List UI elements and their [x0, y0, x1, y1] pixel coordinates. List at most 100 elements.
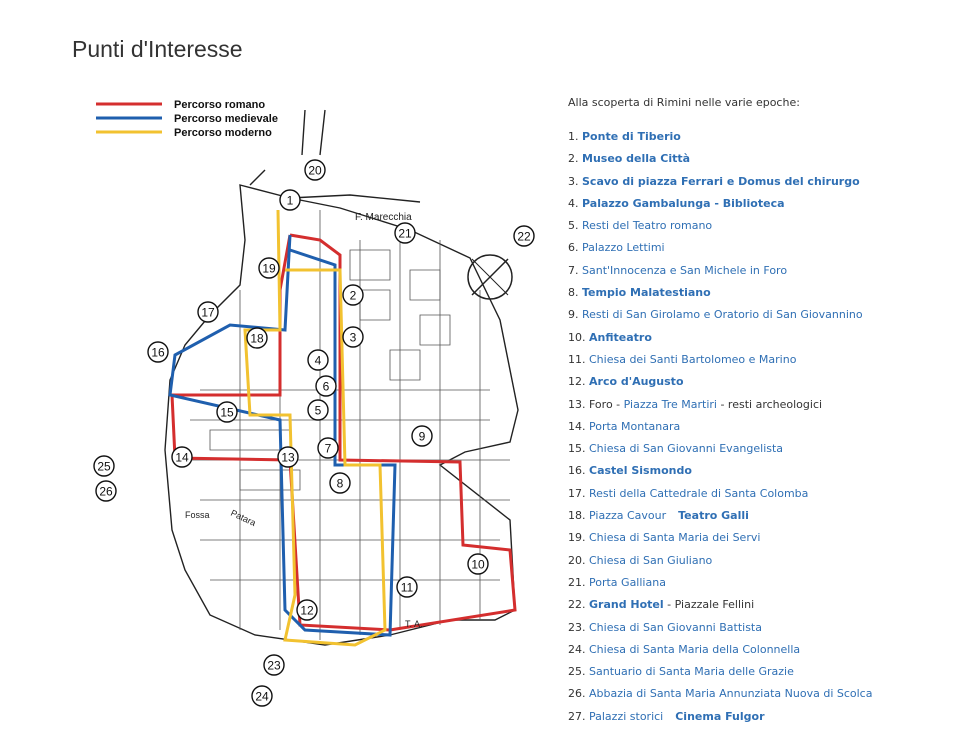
- poi-link[interactable]: Palazzi storici: [589, 709, 664, 723]
- poi-link[interactable]: Porta Montanara: [589, 419, 681, 433]
- map-marker-7: 7: [317, 437, 339, 459]
- map-marker-20: 20: [304, 159, 326, 181]
- poi-link[interactable]: Chiesa di Santa Maria dei Servi: [589, 531, 761, 545]
- map-marker-26: 26: [95, 480, 117, 502]
- map-marker-circle: [93, 455, 115, 477]
- poi-link[interactable]: Resti della Cattedrale di Santa Colomba: [589, 486, 809, 500]
- map-marker-10: 10: [467, 553, 489, 575]
- poi-number: 22.: [568, 598, 589, 612]
- poi-link[interactable]: Palazzo Gambalunga - Biblioteca: [582, 196, 785, 210]
- map-marker-label: 4: [315, 354, 322, 368]
- map-marker-circle: [216, 401, 238, 423]
- poi-item: 22. Grand Hotel - Piazzale Fellini: [568, 598, 963, 620]
- poi-text: - Piazzale Fellini: [663, 598, 755, 612]
- map-marker-label: 2: [350, 289, 357, 303]
- poi-number: 20.: [568, 553, 589, 567]
- map-marker-circle: [307, 349, 329, 371]
- map-marker-label: 7: [325, 442, 332, 456]
- poi-item: 3. Scavo di piazza Ferrari e Domus del c…: [568, 175, 963, 197]
- poi-number: 9.: [568, 308, 582, 322]
- poi-number: 27.: [568, 709, 589, 723]
- poi-item: 15. Chiesa di San Giovanni Evangelista: [568, 442, 963, 464]
- legend-label-medieval: Percorso medievale: [174, 113, 278, 125]
- map-marker-circle: [394, 222, 416, 244]
- map-marker-1: 1: [279, 189, 301, 211]
- poi-link[interactable]: Chiesa dei Santi Bartolomeo e Marino: [589, 352, 797, 366]
- map-marker-11: 11: [396, 576, 418, 598]
- poi-link[interactable]: Scavo di piazza Ferrari e Domus del chir…: [582, 174, 860, 188]
- poi-number: 7.: [568, 263, 582, 277]
- poi-link[interactable]: Castel Sismondo: [589, 464, 692, 478]
- poi-link[interactable]: Piazza Cavour: [589, 509, 667, 523]
- map-marker-label: 24: [255, 690, 269, 704]
- poi-item: 13. Foro - Piazza Tre Martiri - resti ar…: [568, 398, 963, 420]
- map-marker-label: 9: [419, 430, 426, 444]
- poi-link[interactable]: Chiesa di San Giovanni Battista: [589, 620, 762, 634]
- poi-link[interactable]: Teatro Galli: [678, 509, 749, 523]
- poi-link[interactable]: Palazzo Lettimi: [582, 241, 665, 255]
- poi-link[interactable]: Porta Galliana: [589, 575, 666, 589]
- poi-number: 13.: [568, 397, 589, 411]
- poi-number: 4.: [568, 196, 582, 210]
- poi-link[interactable]: Sant'Innocenza e San Michele in Foro: [582, 263, 788, 277]
- poi-link[interactable]: Anfiteatro: [589, 330, 652, 344]
- map-marker-25: 25: [93, 455, 115, 477]
- map-marker-circle: [411, 425, 433, 447]
- poi-item: 10. Anfiteatro: [568, 331, 963, 353]
- poi-link[interactable]: Resti del Teatro romano: [582, 219, 713, 233]
- poi-link[interactable]: Chiesa di San Giovanni Evangelista: [589, 442, 784, 456]
- poi-link[interactable]: Ponte di Tiberio: [582, 130, 681, 143]
- map-marker-label: 3: [350, 331, 357, 345]
- poi-item: 8. Tempio Malatestiano: [568, 286, 963, 308]
- map-marker-circle: [147, 341, 169, 363]
- poi-link[interactable]: Arco d'Augusto: [589, 375, 684, 389]
- map-marker-label: 10: [471, 558, 485, 572]
- map-marker-label: 6: [323, 380, 330, 394]
- poi-item: 11. Chiesa dei Santi Bartolomeo e Marino: [568, 353, 963, 375]
- poi-number: 11.: [568, 352, 589, 366]
- poi-number: 23.: [568, 620, 589, 634]
- route-modern: [243, 209, 387, 647]
- poi-item: 1. Ponte di Tiberio: [568, 130, 963, 152]
- map-marker-circle: [258, 257, 280, 279]
- legend-label-modern: Percorso moderno: [174, 127, 272, 139]
- poi-item: 6. Palazzo Lettimi: [568, 241, 963, 263]
- poi-link[interactable]: Museo della Città: [582, 152, 691, 166]
- map-label-river: F. Marecchia: [355, 212, 412, 223]
- map-marker-13: 13: [277, 446, 299, 468]
- poi-link[interactable]: Resti di San Girolamo e Oratorio di San …: [582, 308, 863, 322]
- map-marker-24: 24: [251, 685, 273, 707]
- poi-number: 18.: [568, 509, 589, 523]
- map-marker-label: 23: [267, 659, 281, 673]
- poi-link[interactable]: Chiesa di San Giuliano: [589, 553, 713, 567]
- map-marker-label: 18: [250, 332, 264, 346]
- map-marker-circle: [95, 480, 117, 502]
- map-marker-circle: [467, 553, 489, 575]
- poi-number: 3.: [568, 174, 582, 188]
- poi-link[interactable]: Cinema Fulgor: [675, 709, 765, 723]
- route-roman: [170, 233, 517, 632]
- poi-link[interactable]: Tempio Malatestiano: [582, 286, 711, 300]
- map-marker-label: 26: [99, 485, 113, 499]
- map-marker-label: 11: [401, 581, 414, 595]
- map-marker-5: 5: [307, 399, 329, 421]
- map-marker-circle: [342, 284, 364, 306]
- map-marker-19: 19: [258, 257, 280, 279]
- poi-item: 7. Sant'Innocenza e San Michele in Foro: [568, 264, 963, 286]
- poi-text: - resti archeologici: [716, 397, 823, 411]
- poi-number: 14.: [568, 419, 589, 433]
- map-marker-circle: [307, 399, 329, 421]
- poi-link[interactable]: Chiesa di Santa Maria della Colonnella: [589, 642, 801, 656]
- poi-number: 17.: [568, 486, 589, 500]
- poi-number: 26.: [568, 687, 589, 701]
- poi-link[interactable]: Grand Hotel: [589, 598, 664, 612]
- poi-item: 23. Chiesa di San Giovanni Battista: [568, 621, 963, 643]
- compass-rose-icon: [467, 254, 513, 300]
- map-marker-3: 3: [342, 326, 364, 348]
- poi-link[interactable]: Piazza Tre Martiri: [623, 397, 717, 411]
- poi-link[interactable]: Santuario di Santa Maria delle Grazie: [589, 665, 794, 679]
- poi-item: 9. Resti di San Girolamo e Oratorio di S…: [568, 308, 963, 330]
- poi-link[interactable]: Abbazia di Santa Maria Annunziata Nuova …: [589, 687, 873, 701]
